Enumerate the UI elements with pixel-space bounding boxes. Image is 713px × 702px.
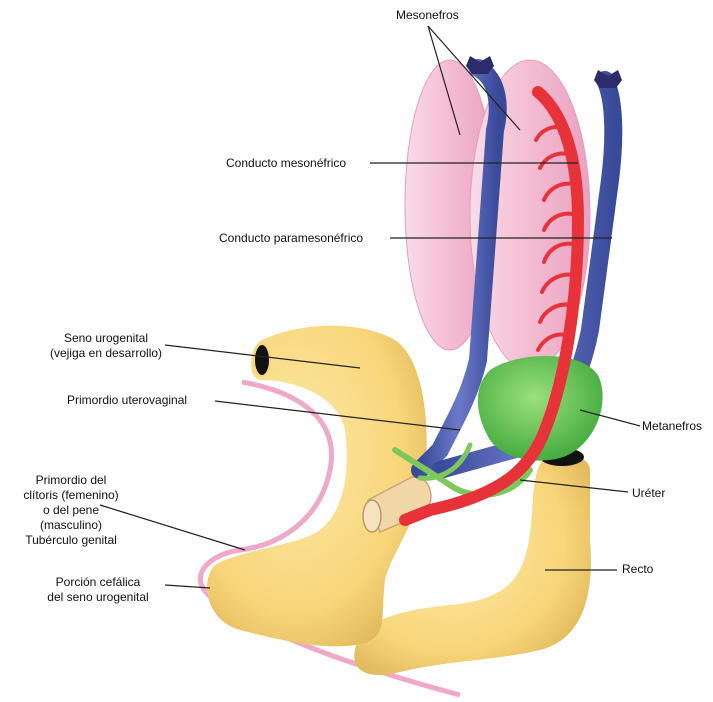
label-porcion-cefalica-line1: Porción cefálica [28,575,168,590]
label-primordio-clitoris: Primordio del clítoris (femenino) o del … [0,473,142,548]
label-primordio-clitoris-line2: clítoris (femenino) [0,488,142,503]
label-porcion-cefalica-line2: del seno urogenital [28,590,168,605]
label-conducto-paramesonefrico: Conducto paramesonéfrico [219,231,363,246]
sinus-opening [254,344,270,376]
label-ureter: Uréter [632,486,665,501]
paramesonephric-duct-end-left [466,56,494,74]
label-primordio-clitoris-line4: (masculino) [0,518,142,533]
label-primordio-uterovaginal: Primordio uterovaginal [67,393,187,408]
label-primordio-clitoris-line5: Tubérculo genital [0,533,142,548]
label-seno-urogenital-line2: (vejiga en desarrollo) [36,346,176,361]
tubercle-end [363,500,381,532]
label-primordio-clitoris-line1: Primordio del [0,473,142,488]
label-seno-urogenital-line1: Seno urogenital [36,331,176,346]
label-metanefros: Metanefros [642,419,702,434]
label-recto: Recto [622,562,653,577]
label-mesonefros: Mesonefros [396,8,459,23]
label-conducto-mesonefrico: Conducto mesonéfrico [226,156,346,171]
label-porcion-cefalica: Porción cefálica del seno urogenital [28,575,168,605]
label-primordio-clitoris-line3: o del pene [0,503,142,518]
label-seno-urogenital: Seno urogenital (vejiga en desarrollo) [36,331,176,361]
